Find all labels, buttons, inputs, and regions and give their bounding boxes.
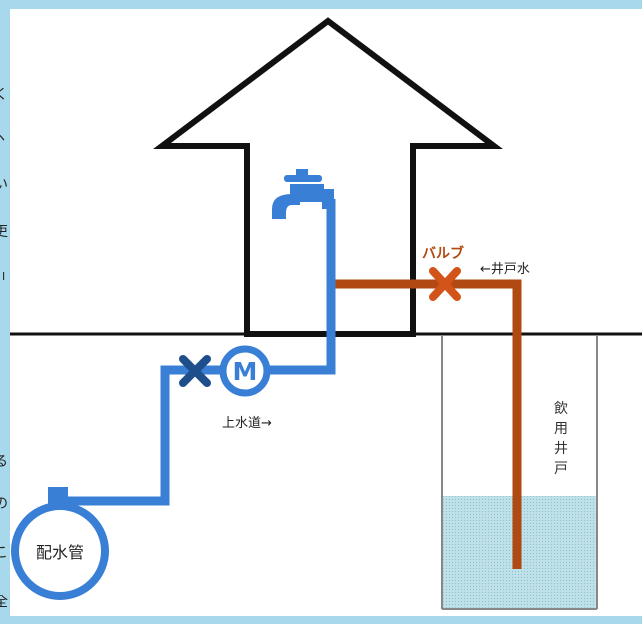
edge-text-fragment: 吏: [0, 225, 8, 239]
well-label-char: 飲: [554, 401, 568, 417]
tap-water-label: 上水道→: [222, 416, 272, 431]
well-label-char: 戸: [554, 461, 568, 477]
water-supply-diagram: M 配水管 バルブ ←井戸水 上水道→ 飲 用 井 戸: [10, 17, 642, 610]
main-pipe-icon: [11, 502, 109, 600]
diagram-canvas: M 配水管 バルブ ←井戸水 上水道→ 飲 用 井 戸: [10, 9, 642, 616]
faucet-icon: [272, 169, 334, 219]
main-pipe-label: 配水管: [36, 543, 84, 562]
edge-text-fragment: く: [0, 88, 8, 102]
meter-icon: [219, 345, 271, 397]
edge-text-fragment: こ: [0, 546, 8, 560]
well-vertical-label: 飲 用 井 戸: [554, 401, 568, 477]
edge-text-fragment: ヽ: [0, 131, 8, 145]
house-outline: [153, 17, 503, 337]
valve-icon: [429, 267, 461, 301]
meter-label: M: [233, 357, 258, 386]
well-water-label: ←井戸水: [480, 262, 530, 277]
well-label-char: 用: [554, 421, 568, 437]
well-water-pipe: [332, 279, 522, 569]
edge-text-fragment: る: [0, 455, 8, 469]
main-pipe-connector: [48, 487, 68, 507]
edge-text-fragment: い: [0, 178, 8, 192]
valve-label: バルブ: [422, 245, 464, 262]
tap-water-pipe: [60, 199, 336, 506]
edge-text-fragment: 全: [0, 595, 8, 609]
edge-text-fragment: 「: [0, 272, 11, 286]
well-label-char: 井: [554, 441, 568, 457]
edge-text-fragment: の: [0, 497, 8, 511]
supply-valve-icon: [179, 355, 211, 387]
